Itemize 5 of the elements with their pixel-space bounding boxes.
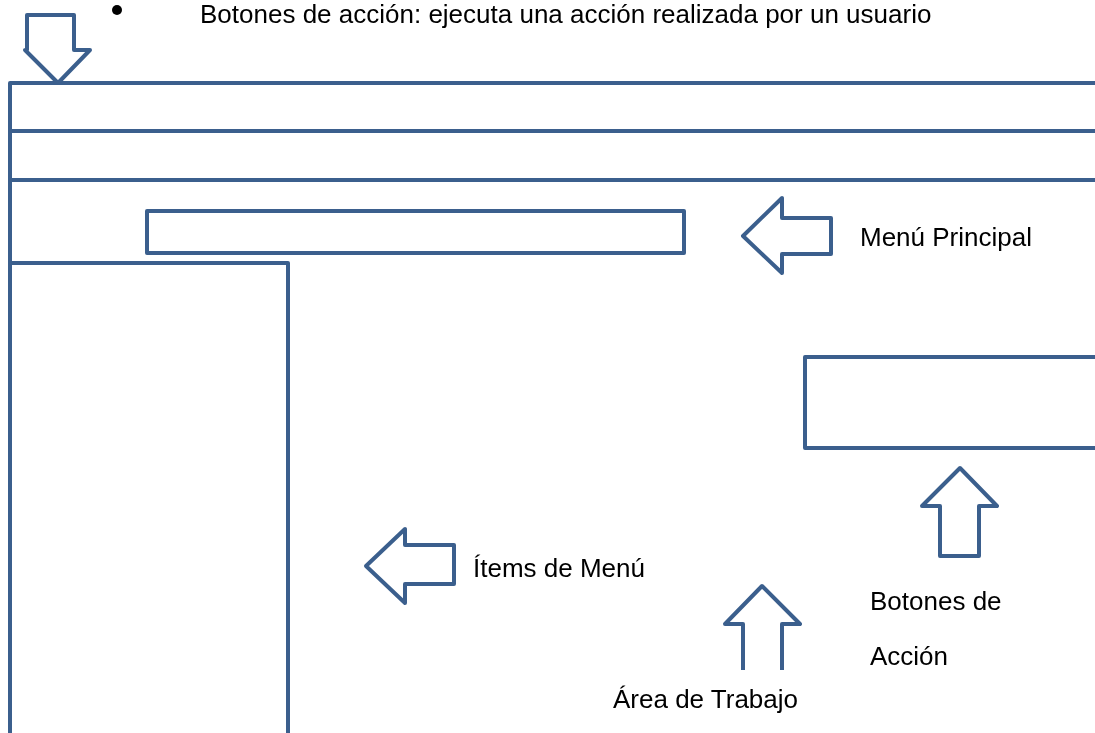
callout-label: Ítems de Menú <box>473 553 645 584</box>
callout-label: Botones de Acción <box>870 585 1003 673</box>
callout-label: Menú Principal <box>860 222 1032 253</box>
bullet-text: Botones de acción: ejecuta una acción realizada por un usuario <box>200 0 932 30</box>
callout-label: Área de Trabajo <box>613 684 798 715</box>
